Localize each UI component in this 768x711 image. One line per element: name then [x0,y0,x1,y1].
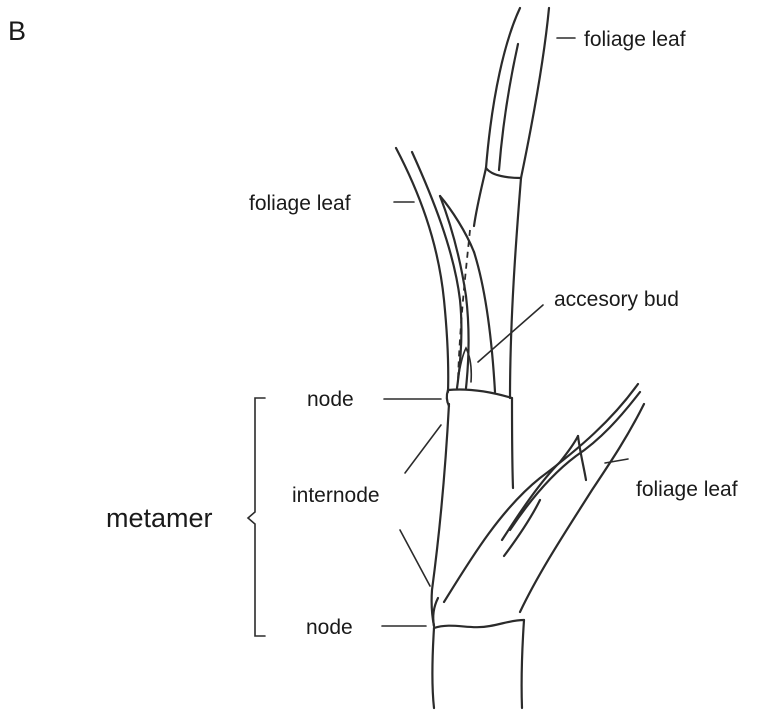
panel-label: B [8,16,26,46]
leader-internode-lower [400,530,430,586]
lower-stem [433,620,525,708]
top-foliage-leaf [486,8,549,178]
lower-foliage-leaf [444,384,644,612]
leader-foliage-leaf-right [605,459,628,463]
label-foliage-leaf-mid: foliage leaf [249,192,351,215]
leader-lines [382,38,628,626]
middle-foliage-leaf [396,148,495,392]
label-foliage-leaf-right: foliage leaf [636,478,738,501]
label-metamer: metamer [106,503,213,533]
label-foliage-leaf-top: foliage leaf [584,28,686,51]
label-node-upper: node [307,388,354,411]
label-accessory-bud: accesory bud [554,288,679,311]
upper-node [447,389,512,406]
metamer-bracket [248,398,265,636]
label-internode: internode [292,484,380,507]
lower-node [433,598,524,628]
internode-stem [432,398,513,626]
stem-drawing [396,8,644,708]
leader-internode-upper [405,425,441,473]
label-node-lower: node [306,616,353,639]
